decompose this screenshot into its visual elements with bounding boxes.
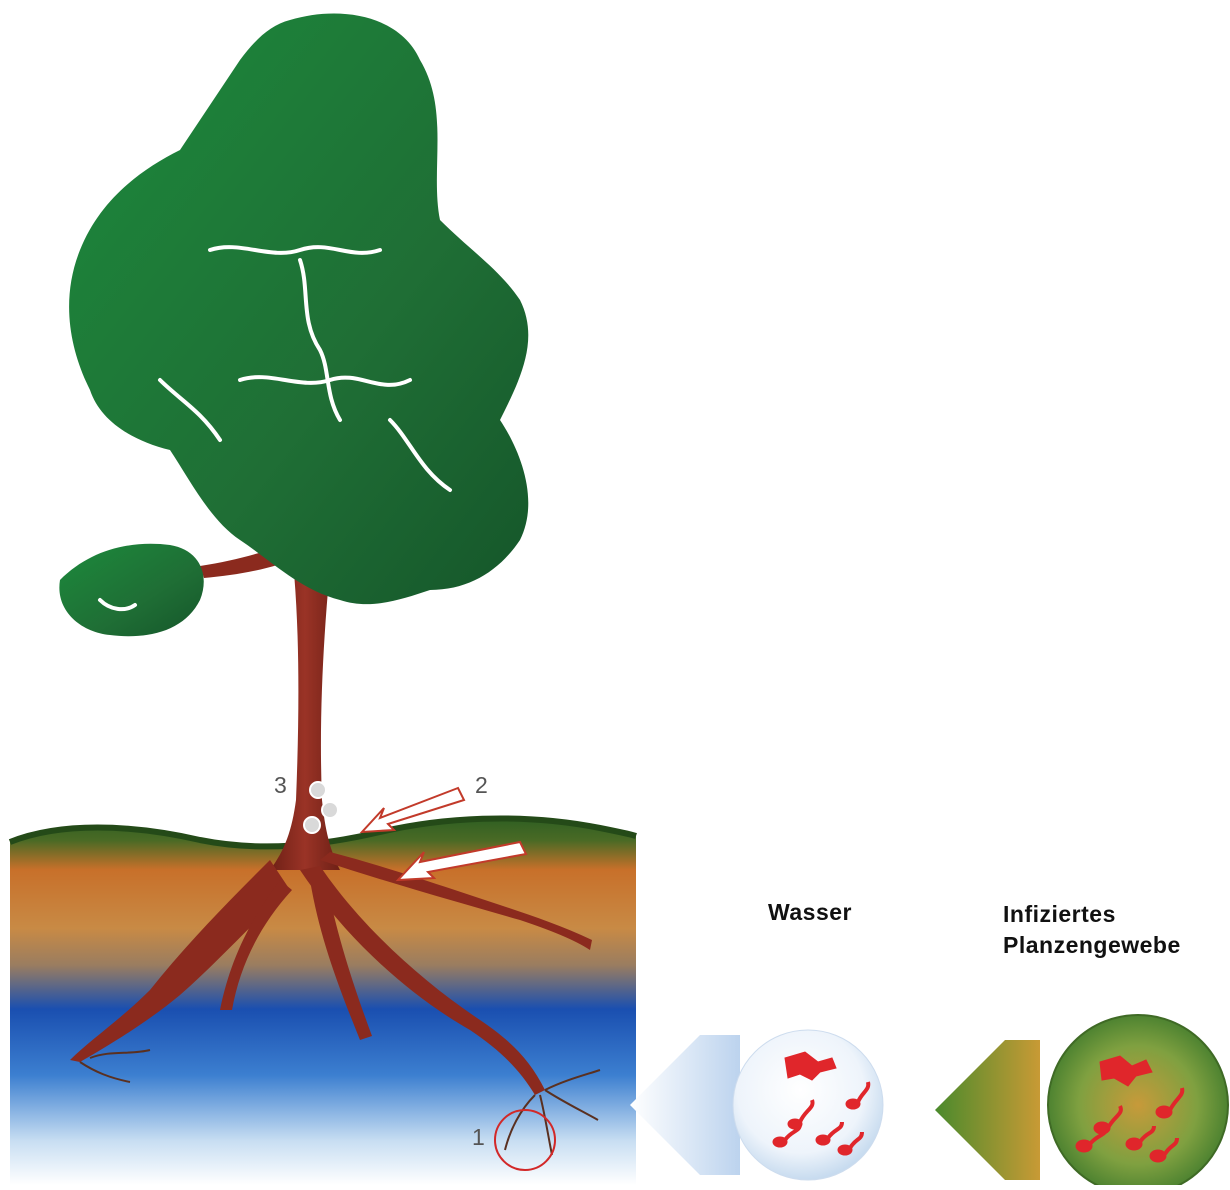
water-label: Wasser	[768, 899, 852, 926]
infected-tissue-label-line2: Planzengewebe	[1003, 930, 1181, 961]
infected-tissue-circle	[1048, 1015, 1228, 1185]
infected-tissue-label-line1: Infiziertes	[1003, 899, 1181, 930]
marker-3-label: 3	[274, 772, 287, 799]
infection-flow-arrow	[935, 1040, 1040, 1180]
infected-tissue-label: Infiziertes Planzengewebe	[1003, 899, 1181, 961]
marker-2-label: 2	[475, 772, 488, 799]
marker-1-label: 1	[472, 1124, 485, 1151]
water-circle	[733, 1030, 883, 1180]
tree-foliage	[59, 13, 528, 636]
water-flow-arrow	[630, 1035, 740, 1175]
